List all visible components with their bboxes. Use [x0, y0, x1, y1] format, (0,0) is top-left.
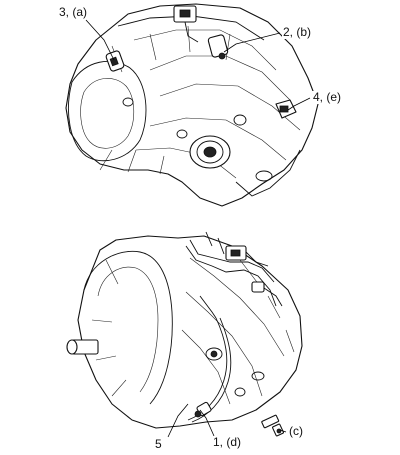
- transaxle-top-view: [65, 3, 319, 207]
- callout-c: (c): [288, 424, 304, 438]
- callout-3a: 3, (a): [58, 5, 89, 19]
- callout-1d: 1, (d): [212, 435, 243, 449]
- leader-lines: [85, 19, 311, 438]
- callout-4e: 4, (e): [312, 90, 343, 104]
- callout-5: 5: [154, 437, 163, 451]
- transaxle-bottom-view: [66, 231, 303, 437]
- bolt-c-icon: [261, 414, 284, 437]
- callout-2b: 2, (b): [282, 25, 313, 39]
